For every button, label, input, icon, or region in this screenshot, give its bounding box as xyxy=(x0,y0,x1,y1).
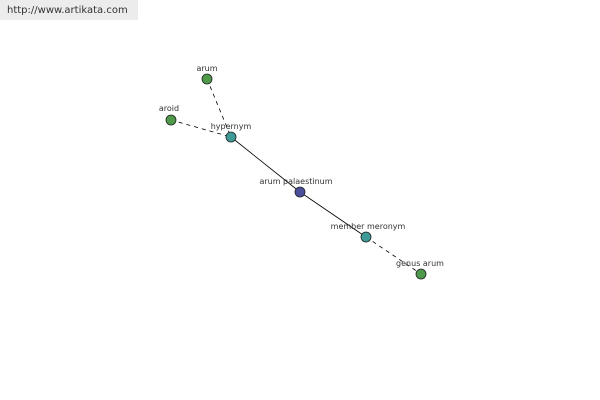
edge-meronym-genus xyxy=(365,236,422,275)
node-hypernym-label: hypernym xyxy=(211,122,252,131)
node-arum[interactable]: arum xyxy=(196,64,218,85)
node-arum-dot[interactable] xyxy=(201,73,213,85)
nodes-layer: arum aroid hypernym arum palaestinum member … xyxy=(159,64,444,280)
node-meronym-label: member meronym xyxy=(331,222,406,231)
edge-center-meronym xyxy=(299,191,367,238)
node-aroid-dot[interactable] xyxy=(165,114,177,126)
site-url-link[interactable]: http://www.artikata.com xyxy=(0,0,138,20)
node-hypernym[interactable]: hypernym xyxy=(211,122,252,143)
edges-layer xyxy=(170,78,422,275)
node-genus-dot[interactable] xyxy=(415,268,427,280)
node-center-label: arum palaestinum xyxy=(259,177,332,186)
node-center-dot[interactable] xyxy=(294,186,306,198)
node-genus[interactable]: genus arum xyxy=(396,259,444,280)
edge-arum-hypernym xyxy=(206,78,232,138)
node-meronym[interactable]: member meronym xyxy=(331,222,406,243)
node-meronym-dot[interactable] xyxy=(360,231,372,243)
edge-hypernym-center xyxy=(230,136,301,193)
node-hypernym-dot[interactable] xyxy=(225,131,237,143)
node-genus-label: genus arum xyxy=(396,259,444,268)
node-aroid[interactable]: aroid xyxy=(159,104,179,126)
node-aroid-label: aroid xyxy=(159,104,179,113)
node-arum-label: arum xyxy=(196,64,217,73)
edge-aroid-hypernym xyxy=(170,119,232,138)
node-center[interactable]: arum palaestinum xyxy=(259,177,333,198)
